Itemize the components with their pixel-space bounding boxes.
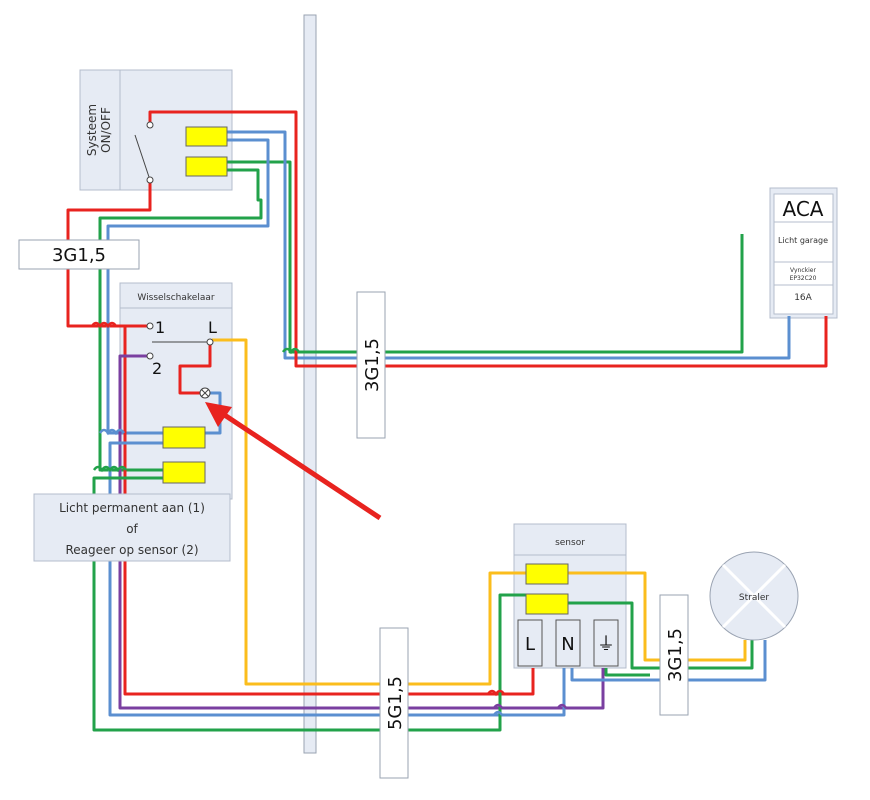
wire-bottom-purple	[118, 354, 605, 710]
crossing-jump	[92, 465, 128, 473]
cable-label-bottom-right: 3G1,5	[665, 628, 686, 682]
cable-label-box-center	[356, 291, 386, 439]
cable-label-box-upper-left	[18, 239, 140, 270]
sensor-terminal-l: L	[525, 634, 535, 655]
wire-sensor-green	[568, 601, 754, 670]
wire-left-green-top	[98, 168, 263, 472]
note-line1: Licht permanent aan (1)	[59, 501, 205, 515]
wire-left-red	[66, 180, 152, 328]
crossing-jump	[492, 710, 504, 716]
cable-label-box-bottom	[379, 627, 409, 779]
wisselschakelaar-terminal-2	[146, 352, 154, 360]
breaker-rating: 16A	[794, 293, 812, 303]
system-switch-terminal-bottom	[146, 176, 154, 184]
crossing-jump	[492, 703, 504, 709]
system-switch-lever	[134, 134, 151, 181]
connector-block	[185, 156, 228, 177]
note-line3: Reageer op sensor (2)	[65, 543, 198, 557]
wire-bottom-red	[123, 324, 535, 696]
breaker-inner	[773, 193, 834, 315]
note-box	[33, 493, 231, 562]
note-line2: of	[126, 522, 138, 536]
crossing-jump	[98, 428, 126, 436]
cable-label-bottom: 5G1,5	[385, 676, 406, 730]
sensor-terminal-l-box	[517, 619, 543, 667]
sensor-terminal-n: N	[561, 634, 574, 655]
cable-label-upper-left: 3G1,5	[52, 245, 106, 266]
lamp-label: Straler	[739, 593, 769, 603]
connector-block	[185, 126, 228, 147]
crossing-jump	[556, 703, 568, 709]
crossing-jump	[281, 347, 301, 355]
wire-sensor-earth-link	[604, 668, 650, 677]
wisselschakelaar-label-1: 1	[155, 318, 165, 337]
wisselschakelaar-terminal-1	[146, 322, 154, 330]
central-conduit	[303, 14, 317, 754]
sensor-title: sensor	[555, 538, 585, 548]
sensor-terminal-earth-icon: ⏚	[597, 634, 615, 655]
sensor-terminal-n-box	[555, 619, 581, 667]
cable-label-center: 3G1,5	[362, 338, 383, 392]
connector-block	[162, 426, 206, 449]
wire-switch-internal-red	[178, 342, 212, 395]
wisselschakelaar-terminal-l	[206, 338, 214, 346]
system-switch-terminal-top	[146, 121, 154, 129]
breaker-model-line2: EP32C20	[790, 275, 817, 282]
wire-bottom-orange	[212, 338, 526, 686]
system-switch-label-line2: ON/OFF	[99, 107, 113, 153]
wire-upper-red	[148, 110, 828, 368]
annotation-arrow	[205, 402, 382, 521]
sensor-terminal-earth-box	[593, 619, 619, 667]
indicator-lamp-icon	[199, 387, 211, 399]
breaker-model-line1: Vynckier	[790, 267, 816, 274]
straler-lamp-icon	[709, 551, 799, 641]
breaker-subtitle: Licht garage	[778, 236, 828, 245]
breaker-title: ACA	[783, 197, 824, 221]
crossing-jump	[90, 321, 118, 329]
wisselschakelaar-label-l: L	[208, 318, 217, 337]
crossing-jump	[486, 689, 506, 697]
wire-sensor-orange	[568, 571, 747, 662]
wire-bottom-green	[92, 476, 526, 732]
connector-block	[525, 593, 569, 615]
system-switch-label-line1: Systeem	[85, 104, 99, 156]
connector-block	[525, 563, 569, 585]
connector-block	[162, 461, 206, 484]
wisselschakelaar-label-2: 2	[152, 359, 162, 378]
wire-bottom-blue	[108, 441, 566, 717]
cable-label-box-bottom-right	[659, 594, 689, 716]
wisselschakelaar-title: Wisselschakelaar	[137, 293, 214, 303]
wire-upper-blue	[227, 130, 791, 360]
